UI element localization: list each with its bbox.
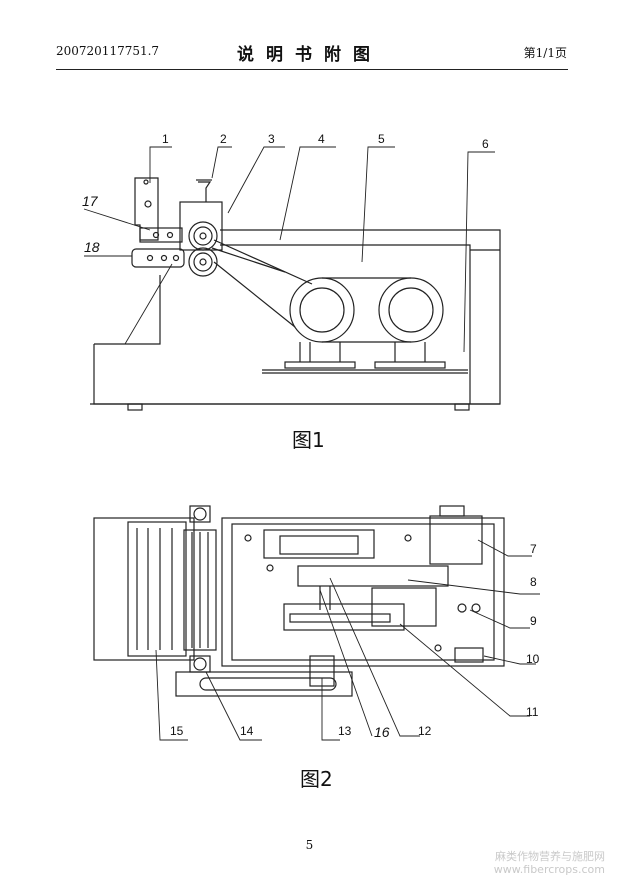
- document-number: 200720117751.7: [56, 44, 160, 58]
- fig2-label-7: 7: [530, 542, 537, 556]
- fig2-label-8: 8: [530, 575, 537, 589]
- page-title: 说明书附图: [237, 45, 382, 65]
- fig1-label-5: 5: [378, 132, 385, 146]
- watermark-line-1: 麻类作物营养与施肥网: [495, 850, 605, 863]
- fig1-label-2: 2: [220, 132, 227, 146]
- fig2-label-9: 9: [530, 614, 537, 628]
- fig1-label-4: 4: [318, 132, 325, 146]
- fig2-label-13: 13: [338, 724, 352, 738]
- figure-1-caption: 图1: [292, 428, 325, 452]
- fig1-label-6: 6: [482, 137, 489, 151]
- page-number: 5: [305, 838, 314, 852]
- fig2-label-16: 16: [374, 724, 390, 740]
- fig1-label-3: 3: [268, 132, 275, 146]
- watermark-line-2: www.fibercrops.com: [493, 863, 605, 876]
- header-rule: [56, 69, 568, 70]
- fig2-label-11: 11: [526, 705, 539, 719]
- figure-1-drawing: [83, 146, 501, 411]
- fig1-label-17: 17: [82, 193, 99, 209]
- fig2-label-10: 10: [526, 652, 540, 666]
- fig2-label-14: 14: [240, 724, 254, 738]
- fig2-label-12: 12: [418, 724, 432, 738]
- page-info: 第1/1页: [523, 46, 567, 60]
- figure-2-drawing: [93, 505, 540, 741]
- fig1-label-18: 18: [84, 239, 100, 255]
- fig1-label-1: 1: [162, 132, 169, 146]
- fig2-label-15: 15: [170, 724, 184, 738]
- watermark: 麻类作物营养与施肥网 www.fibercrops.com: [494, 850, 605, 876]
- figure-2-caption: 图2: [300, 767, 333, 791]
